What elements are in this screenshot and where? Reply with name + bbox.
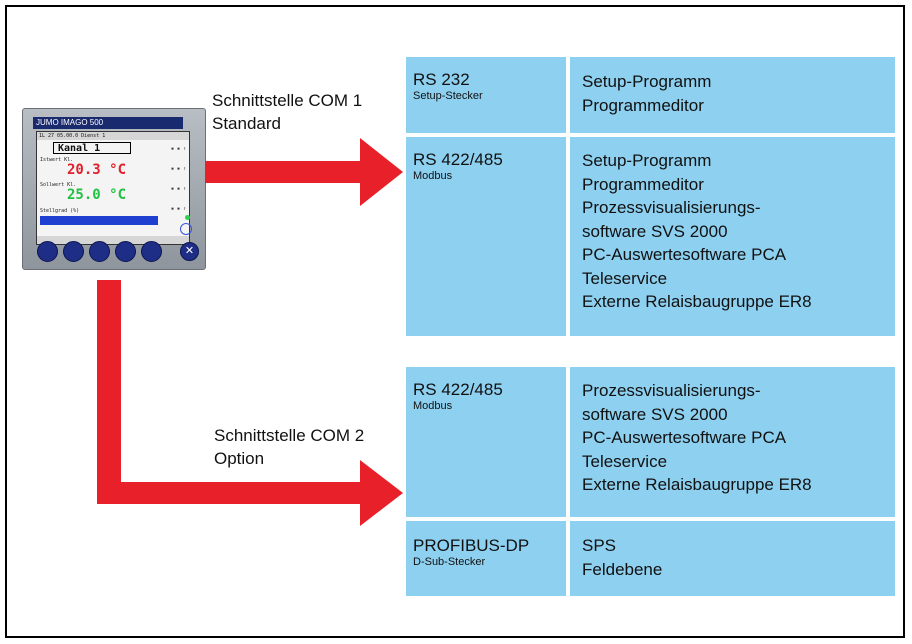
output-bar xyxy=(40,216,158,225)
status-ring xyxy=(180,223,192,235)
com2-label: Schnittstelle COM 2 xyxy=(214,426,365,445)
row-3-item-3: PC-Auswertesoftware PCA xyxy=(582,428,787,447)
row-2-item-6: Teleservice xyxy=(582,268,668,288)
device-keypad: ✕ xyxy=(37,241,199,263)
row-4-interface-cell: PROFIBUS-DP D-Sub-Stecker xyxy=(406,521,566,596)
device-key-tool-icon[interactable]: ✕ xyxy=(180,242,199,261)
screen-side-3: ▪ ▪ ↑ xyxy=(170,186,186,192)
row-2-item-5: PC-Auswertesoftware PCA xyxy=(582,245,787,264)
row-1-interface-cell: RS 232 Setup-Stecker xyxy=(406,57,566,133)
row-3-sub: Modbus xyxy=(413,400,453,412)
row-1-interface: RS 232 xyxy=(413,70,470,89)
device-key-3[interactable] xyxy=(89,241,110,262)
device-key-2[interactable] xyxy=(63,241,84,262)
row-1-item-1: Setup-Programm xyxy=(582,72,712,91)
row-3-interface-cell: RS 422/485 Modbus xyxy=(406,367,566,517)
screen-header: 1L 27 05.00.0 Dienst 1 xyxy=(37,132,189,140)
row-4-item-2: Feldebene xyxy=(582,559,663,579)
com1-sublabel: Standard xyxy=(212,114,281,133)
diagram-frame xyxy=(5,5,905,638)
row-2-apps-cell: Setup-Programm Programmeditor Prozessvis… xyxy=(570,137,895,336)
reading-1-label: Istwert Kl. xyxy=(40,157,74,163)
row-3-apps-cell: Prozessvisualisierungs- software SVS 200… xyxy=(570,367,895,517)
row-4-sub: D-Sub-Stecker xyxy=(413,556,486,568)
screen-side-4: ▪ ▪ ↑ xyxy=(170,206,186,212)
row-2-interface: RS 422/485 xyxy=(413,150,503,169)
com1-label: Schnittstelle COM 1 xyxy=(212,91,363,110)
screen-side-1: ▪ ▪ ↑ xyxy=(170,146,186,152)
row-4-apps-cell: SPS Feldebene xyxy=(570,521,895,596)
screen-footer xyxy=(37,236,189,244)
row-2-item-2: Programmeditor xyxy=(582,174,704,194)
device-brand: JUMO IMAGO 500 xyxy=(33,117,183,129)
reading-2-value: 25.0 °C xyxy=(67,187,127,203)
row-2-sub: Modbus xyxy=(413,170,453,182)
row-4-item-1: SPS xyxy=(582,536,617,555)
device-key-5[interactable] xyxy=(141,241,162,262)
controller-device: JUMO IMAGO 500 1L 27 05.00.0 Dienst 1 Ka… xyxy=(22,108,206,270)
com1-arrow xyxy=(205,138,403,206)
com2-label-group: Schnittstelle COM 2 Option xyxy=(214,424,364,470)
screen-title: Kanal 1 xyxy=(53,142,131,154)
row-3-interface: RS 422/485 xyxy=(413,380,503,399)
row-2-item-7: Externe Relaisbaugruppe ER8 xyxy=(582,292,812,311)
device-screen: 1L 27 05.00.0 Dienst 1 Kanal 1 Istwert K… xyxy=(36,131,190,245)
row-3-item-1: Prozessvisualisierungs- xyxy=(582,381,761,400)
row-1-apps-cell: Setup-Programm Programmeditor xyxy=(570,57,895,133)
row-2-item-1: Setup-Programm xyxy=(582,151,712,170)
device-key-1[interactable] xyxy=(37,241,58,262)
bar-label: Stellgrad (%) xyxy=(40,208,80,214)
reading-2-label: Sollwert Kl. xyxy=(40,182,77,188)
row-2-item-4: software SVS 2000 xyxy=(582,221,728,241)
row-1-sub: Setup-Stecker xyxy=(413,90,483,102)
com2-arrow xyxy=(97,280,403,526)
com1-label-group: Schnittstelle COM 1 Standard xyxy=(212,89,362,135)
status-led xyxy=(185,215,190,220)
row-3-item-5: Externe Relaisbaugruppe ER8 xyxy=(582,475,812,494)
reading-1-value: 20.3 °C xyxy=(67,162,127,178)
row-4-interface: PROFIBUS-DP xyxy=(413,536,530,555)
screen-side-2: ▪ ▪ ↑ xyxy=(170,166,186,172)
row-2-item-3: Prozessvisualisierungs- xyxy=(582,198,761,217)
row-3-item-4: Teleservice xyxy=(582,451,668,471)
device-key-4[interactable] xyxy=(115,241,136,262)
row-1-item-2: Programmeditor xyxy=(582,95,704,115)
com2-sublabel: Option xyxy=(214,449,265,468)
row-2-interface-cell: RS 422/485 Modbus xyxy=(406,137,566,336)
row-3-item-2: software SVS 2000 xyxy=(582,404,728,424)
